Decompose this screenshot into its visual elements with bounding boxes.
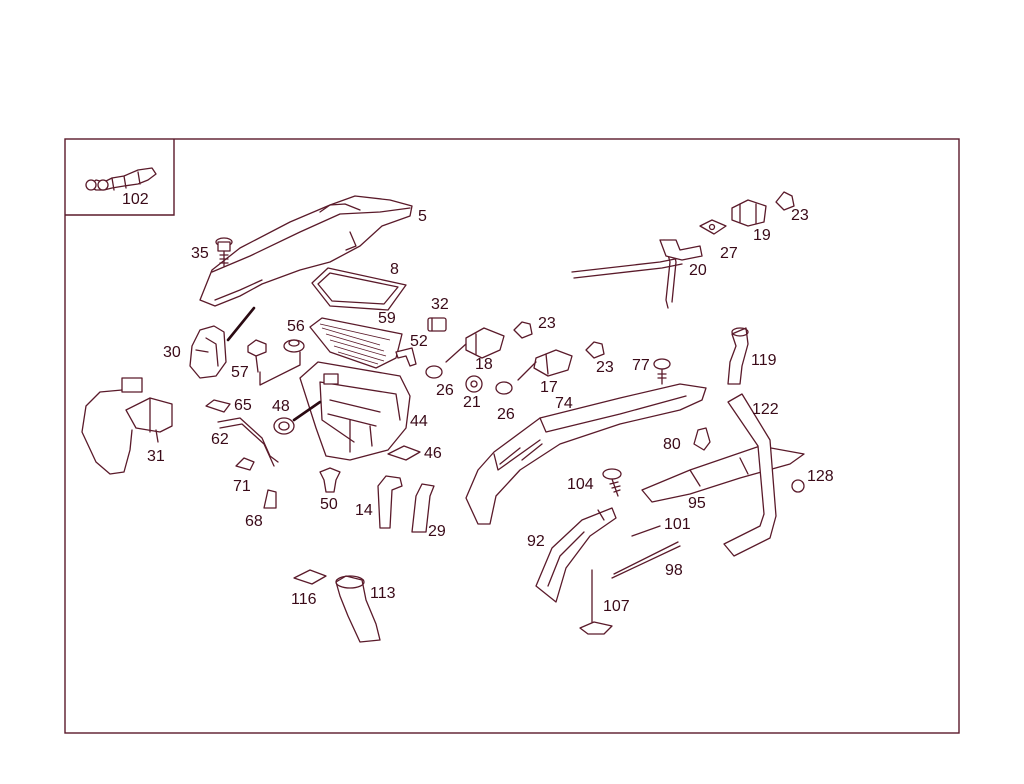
part-48-grommet[interactable] (273, 417, 295, 435)
part-32-block[interactable] (427, 317, 447, 332)
label-102: 102 (122, 191, 149, 208)
label-77: 77 (632, 357, 650, 374)
part-20-linkage[interactable] (571, 239, 703, 309)
label-50: 50 (320, 496, 338, 513)
label-107: 107 (603, 598, 630, 615)
part-26-ring-a[interactable] (425, 365, 443, 379)
label-23-a: 23 (538, 315, 556, 332)
part-17-connector[interactable] (517, 349, 573, 381)
label-35: 35 (191, 245, 209, 262)
part-102-clip[interactable] (85, 167, 157, 191)
label-21: 21 (463, 394, 481, 411)
label-92: 92 (527, 533, 545, 550)
part-128-grommet[interactable] (791, 479, 805, 493)
part-19-switch[interactable] (731, 199, 767, 227)
part-57-screw[interactable] (247, 339, 301, 386)
part-68-clip[interactable] (263, 489, 277, 509)
part-26-ring-b[interactable] (495, 381, 513, 395)
part-35-bolt[interactable] (215, 237, 233, 267)
part-46-clip[interactable] (387, 445, 421, 461)
label-71: 71 (233, 478, 251, 495)
label-29: 29 (428, 523, 446, 540)
part-98-rod[interactable] (611, 541, 681, 579)
label-8: 8 (390, 261, 399, 278)
label-23-b: 23 (596, 359, 614, 376)
label-46: 46 (424, 445, 442, 462)
part-29-hose[interactable] (411, 483, 435, 533)
part-44-housing[interactable] (299, 361, 411, 461)
label-104: 104 (567, 476, 594, 493)
part-5-duct[interactable] (199, 195, 413, 307)
part-113-elbow[interactable] (335, 575, 381, 643)
part-23-clip-a[interactable] (513, 321, 533, 339)
part-95-bracket[interactable] (641, 445, 805, 503)
label-26-b: 26 (497, 406, 515, 423)
label-27: 27 (720, 245, 738, 262)
part-27-plate[interactable] (699, 219, 727, 235)
label-128: 128 (807, 468, 834, 485)
part-59-filter[interactable] (309, 317, 403, 369)
part-23-clip-b[interactable] (585, 341, 605, 359)
part-23-clip-c[interactable] (775, 191, 795, 211)
label-19: 19 (753, 227, 771, 244)
label-59: 59 (378, 310, 396, 327)
part-48-cable (292, 400, 322, 422)
label-14: 14 (355, 502, 373, 519)
label-44: 44 (410, 413, 428, 430)
label-48: 48 (272, 398, 290, 415)
part-71-clip[interactable] (235, 457, 255, 471)
part-31-sensor[interactable] (81, 377, 173, 475)
label-65: 65 (234, 397, 252, 414)
part-30-cap[interactable] (189, 325, 227, 379)
label-95: 95 (688, 495, 706, 512)
part-18-connector[interactable] (445, 327, 505, 363)
diagram-frame (64, 138, 960, 734)
part-52-bracket[interactable] (395, 347, 417, 367)
label-17: 17 (540, 379, 558, 396)
part-119-elbow[interactable] (727, 327, 749, 385)
label-98: 98 (665, 562, 683, 579)
label-74: 74 (555, 395, 573, 412)
label-18: 18 (475, 356, 493, 373)
label-119: 119 (751, 352, 777, 369)
part-101-rod[interactable] (631, 525, 661, 537)
part-14-hose[interactable] (377, 475, 403, 529)
label-68: 68 (245, 513, 263, 530)
part-107-clip[interactable] (579, 569, 613, 635)
label-116: 116 (291, 591, 317, 608)
label-32: 32 (431, 296, 449, 313)
part-92-guide[interactable] (535, 507, 617, 603)
part-104-screw[interactable] (602, 468, 622, 497)
label-26-a: 26 (436, 382, 454, 399)
label-31: 31 (147, 448, 165, 465)
label-62: 62 (211, 431, 229, 448)
label-80: 80 (663, 436, 681, 453)
label-5: 5 (418, 208, 427, 225)
inset-box (65, 139, 175, 216)
part-80-clip[interactable] (693, 427, 711, 451)
part-62-bracket[interactable] (217, 417, 279, 467)
label-122: 122 (752, 401, 779, 418)
part-56-grommet[interactable] (283, 339, 305, 353)
label-57: 57 (231, 364, 249, 381)
label-56: 56 (287, 318, 305, 335)
part-122-pipe[interactable] (723, 393, 777, 557)
part-65-clip[interactable] (205, 399, 231, 413)
part-50-plug[interactable] (319, 467, 341, 493)
label-20: 20 (689, 262, 707, 279)
label-23-c: 23 (791, 207, 809, 224)
part-116-clip[interactable] (293, 569, 327, 585)
part-30-cable (226, 306, 256, 342)
label-30: 30 (163, 344, 181, 361)
label-101: 101 (664, 516, 691, 533)
part-8-gasket[interactable] (311, 267, 407, 311)
part-77-bolt[interactable] (653, 358, 671, 385)
label-113: 113 (370, 585, 396, 602)
part-74-channel[interactable] (465, 383, 707, 525)
part-21-nut[interactable] (465, 375, 483, 393)
label-52: 52 (410, 333, 428, 350)
